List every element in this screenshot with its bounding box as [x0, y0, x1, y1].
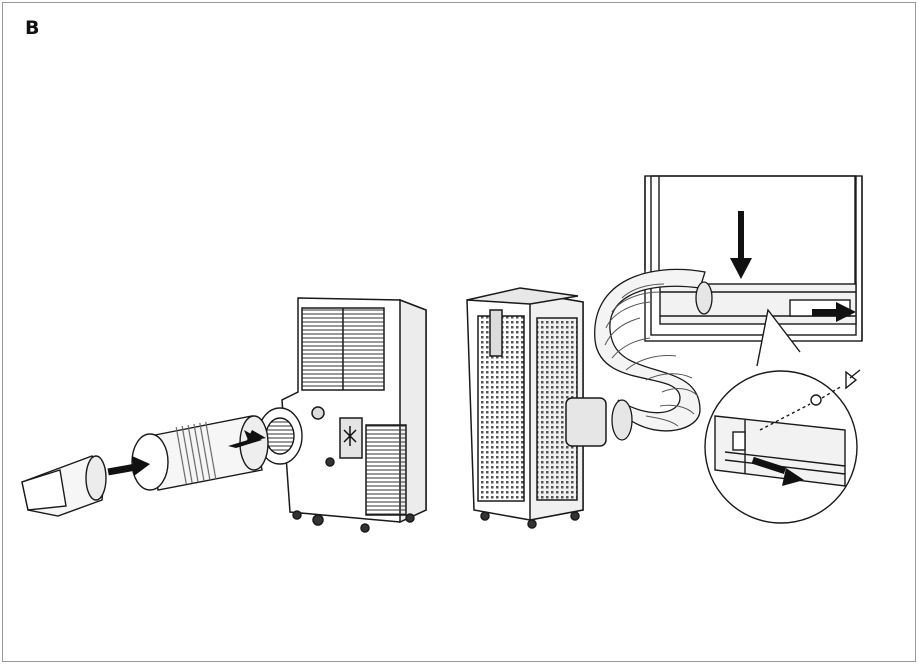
panel-label: B: [25, 17, 40, 39]
detail-callout: [704, 308, 861, 524]
window-nozzle: [21, 455, 107, 517]
hose-segment: [131, 415, 269, 491]
exhaust-port: [257, 407, 303, 465]
portable-air-conditioner-front: [466, 287, 607, 529]
assembly-arrow-hose: [228, 430, 266, 448]
exhaust-hose: [594, 268, 713, 441]
detail-slide-arrow: [751, 456, 804, 486]
portable-air-conditioner-rear: [281, 297, 427, 533]
window-down-arrow: [730, 211, 752, 279]
assembly-arrow-nozzle: [107, 456, 150, 476]
slide-right-arrow: [812, 302, 856, 322]
window-frame: [644, 175, 863, 342]
